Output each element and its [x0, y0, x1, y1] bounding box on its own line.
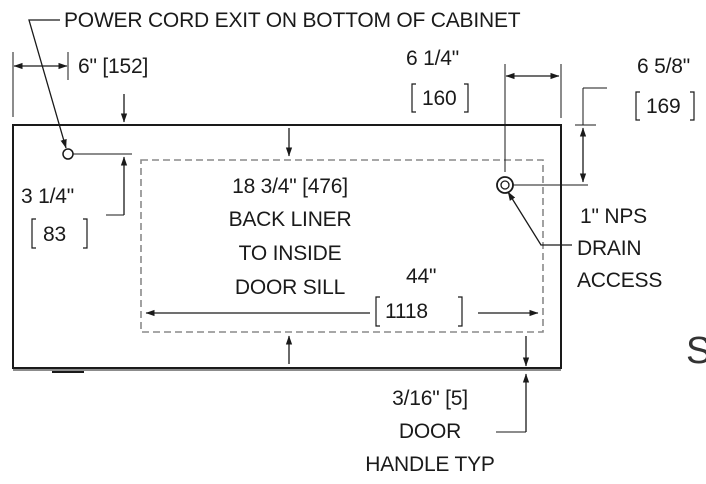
- handle-typ-label: HANDLE TYP: [365, 453, 495, 476]
- cabinet-outline: [12, 124, 562, 369]
- dim-6-1-4-label: 6 1/4": [406, 47, 459, 70]
- drain-label-3: ACCESS: [577, 269, 663, 292]
- power-cord-exit-hole: [62, 148, 74, 160]
- dim-3-1-4-label: 3 1/4": [21, 185, 74, 208]
- liner-dashed-outline: [140, 159, 544, 333]
- partial-letter: S: [686, 330, 706, 372]
- door-label: DOOR: [398, 420, 462, 443]
- drain-hole-inner: [500, 180, 510, 190]
- dim-44-label: 44": [406, 265, 437, 288]
- dim-160-label: 160: [422, 87, 457, 110]
- bracket-169: [635, 91, 695, 121]
- back-liner-label: BACK LINER: [228, 208, 352, 231]
- bracket-160: [411, 83, 469, 113]
- door-sill-label: DOOR SILL: [234, 276, 346, 299]
- dim-1118-label: 1118: [385, 300, 428, 323]
- bracket-1118: [375, 296, 463, 327]
- dim-6-5-8-label: 6 5/8": [637, 55, 690, 78]
- power-cord-label: POWER CORD EXIT ON BOTTOM OF CABINET: [64, 9, 521, 32]
- drain-leader: [507, 191, 572, 246]
- power-cord-leader: [28, 19, 67, 149]
- bracket-83: [31, 218, 88, 249]
- dim-3-16-label: 3/16" [5]: [392, 387, 468, 410]
- dim-18-3-4-label: 18 3/4" [476]: [232, 175, 348, 198]
- dim-83-label: 83: [43, 223, 66, 246]
- dim-6-label: 6" [152]: [78, 55, 149, 78]
- drain-label-1: 1" NPS: [580, 205, 647, 228]
- to-inside-label: TO INSIDE: [238, 242, 342, 265]
- drain-label-2: DRAIN: [577, 237, 642, 260]
- dim-169-label: 169: [646, 95, 681, 118]
